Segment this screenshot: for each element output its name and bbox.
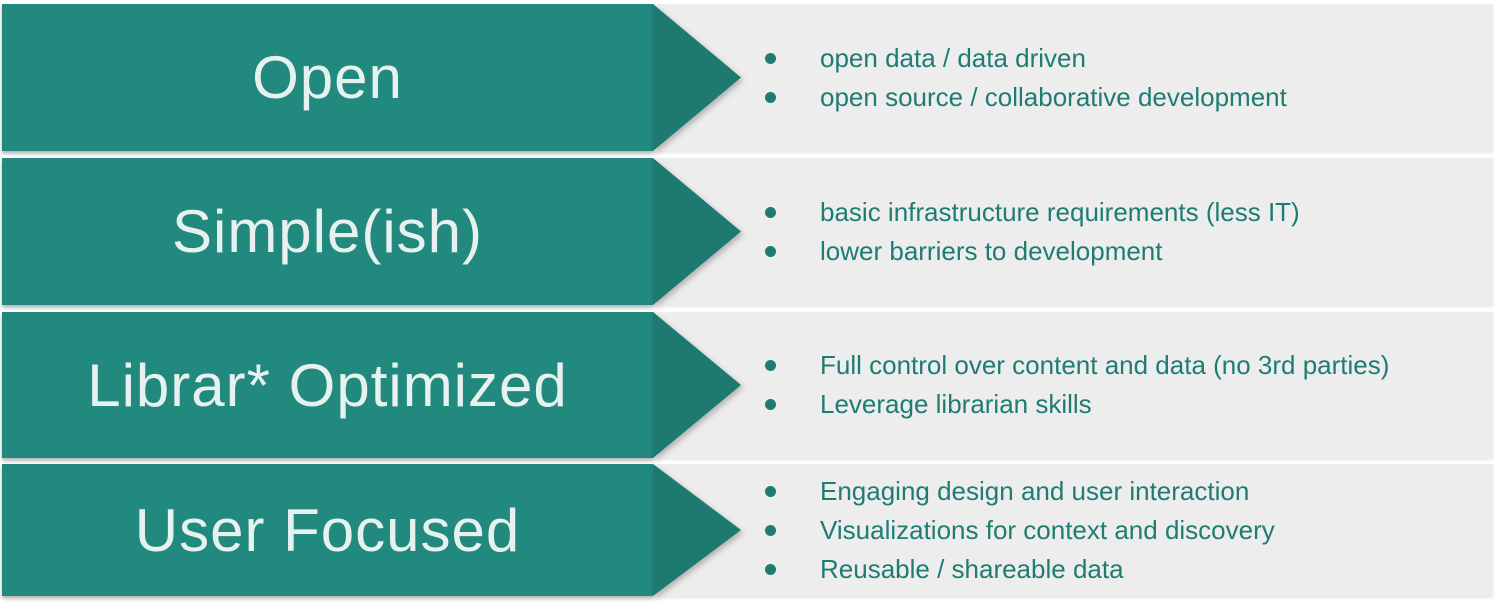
bullet-dot-icon: [765, 524, 776, 536]
arrow-banner-user-focused: User Focused: [2, 464, 742, 596]
bullet-item: basic infrastructure requirements (less …: [765, 193, 1483, 232]
arrow-body: Open: [2, 4, 653, 151]
bullet-text: Visualizations for context and discovery: [820, 514, 1275, 545]
arrow-head: [653, 4, 741, 151]
bullet-item: Engaging design and user interaction: [765, 472, 1483, 511]
bullet-dot-icon: [765, 563, 776, 575]
arrow-body: Simple(ish): [2, 158, 653, 305]
arrow-banner-open: Open: [2, 4, 742, 151]
arrow-title: User Focused: [134, 496, 521, 564]
row-librar-optimized: Librar* Optimized Full control over cont…: [0, 312, 1503, 458]
bullet-list-librar-optimized: Full control over content and data (no 3…: [765, 312, 1483, 458]
bullet-list-simple: basic infrastructure requirements (less …: [765, 158, 1483, 305]
bullet-dot-icon: [765, 206, 776, 218]
row-simple: Simple(ish) basic infrastructure require…: [0, 158, 1503, 305]
bullet-dot-icon: [765, 91, 776, 103]
bullet-text: lower barriers to development: [820, 235, 1163, 266]
bullet-dot-icon: [765, 485, 776, 497]
bullet-text: open source / collaborative development: [820, 81, 1287, 112]
bullet-item: open source / collaborative development: [765, 78, 1483, 117]
bullet-dot-icon: [765, 360, 776, 371]
arrow-head: [653, 158, 741, 305]
arrow-head: [653, 464, 741, 596]
bullet-item: open data / data driven: [765, 39, 1483, 78]
bullet-dot-icon: [765, 245, 776, 257]
bullet-item: Full control over content and data (no 3…: [765, 346, 1483, 385]
bullet-item: Leverage librarian skills: [765, 385, 1483, 424]
arrow-body: Librar* Optimized: [2, 312, 653, 458]
bullet-text: open data / data driven: [820, 42, 1086, 73]
arrow-title: Simple(ish): [171, 198, 484, 265]
bullet-text: Full control over content and data (no 3…: [820, 350, 1390, 380]
bullet-item: lower barriers to development: [765, 232, 1483, 271]
bullet-text: Reusable / shareable data: [820, 553, 1124, 584]
bullet-text: Engaging design and user interaction: [820, 475, 1250, 506]
bullet-list-user-focused: Engaging design and user interaction Vis…: [765, 464, 1483, 596]
arrow-banner-librar-optimized: Librar* Optimized: [2, 312, 742, 458]
bullet-item: Reusable / shareable data: [765, 550, 1483, 589]
bullet-dot-icon: [765, 52, 776, 64]
bullet-item: Visualizations for context and discovery: [765, 511, 1483, 550]
arrow-title: Open: [252, 44, 403, 111]
arrow-banner-simple: Simple(ish): [2, 158, 742, 305]
bullet-text: Leverage librarian skills: [820, 389, 1092, 419]
arrow-title: Librar* Optimized: [87, 351, 568, 419]
arrow-head: [653, 312, 741, 458]
bullet-text: basic infrastructure requirements (less …: [820, 196, 1300, 227]
row-user-focused: User Focused Engaging design and user in…: [0, 464, 1503, 596]
arrow-body: User Focused: [2, 464, 653, 596]
bullet-dot-icon: [765, 399, 776, 410]
row-open: Open open data / data driven open source…: [0, 4, 1503, 151]
bullet-list-open: open data / data driven open source / co…: [765, 4, 1483, 151]
